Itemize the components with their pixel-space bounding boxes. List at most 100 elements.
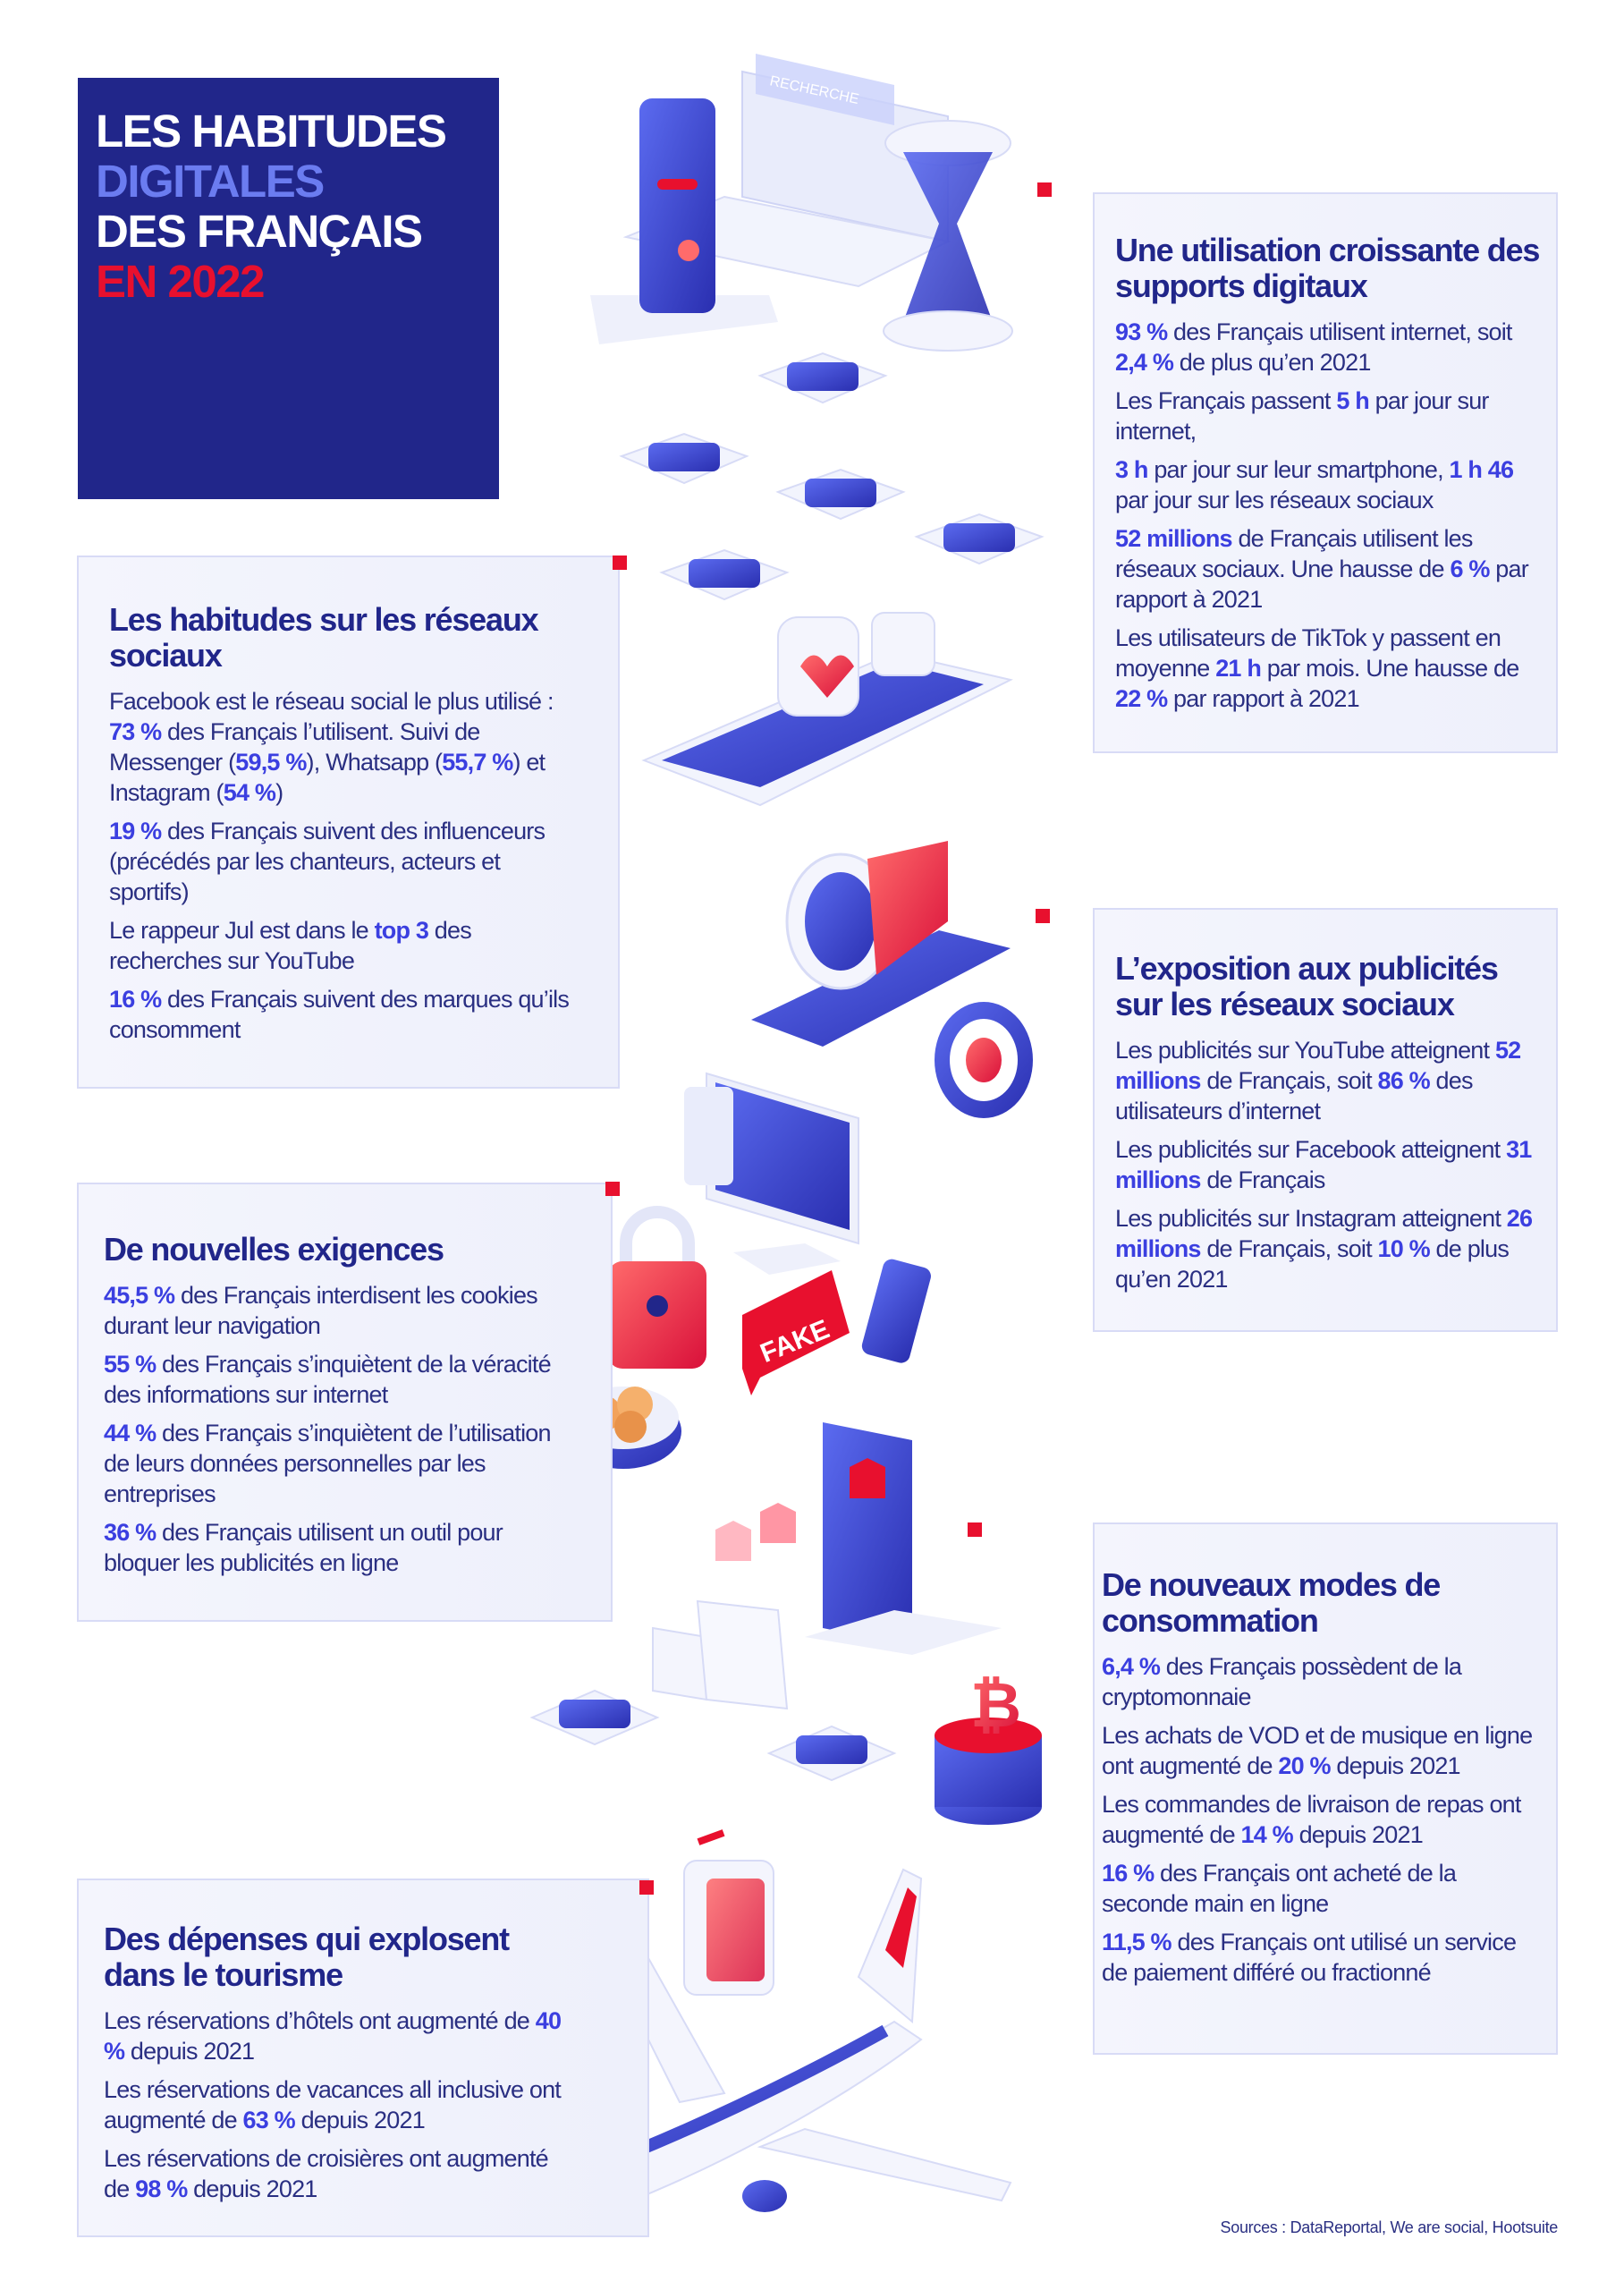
stat-highlight: 1 h 46 <box>1449 456 1515 483</box>
stat-text: des Français possèdent de la cryptomonna… <box>1102 1653 1462 1710</box>
stat-highlight: 73 % <box>109 718 162 745</box>
section-heading: De nouvelles exigences <box>104 1231 444 1268</box>
stat-highlight: 2,4 % <box>1115 349 1174 376</box>
whatsapp-icon <box>775 468 906 521</box>
suitcase-icon <box>683 1829 774 1996</box>
title-line-4: EN 2022 <box>96 256 265 307</box>
stat-text: ) et Instagram ( <box>109 749 546 806</box>
stat-text: Le rappeur Jul est dans le <box>109 917 375 944</box>
title-line-2: DIGITALES <box>96 156 325 207</box>
red-marker <box>968 1522 982 1537</box>
panel-tourism <box>77 1879 649 2237</box>
stat-text: Les publicités sur Facebook atteignent <box>1115 1136 1507 1163</box>
stat-text: ) <box>275 779 283 806</box>
instagram-icon <box>914 513 1045 565</box>
stat-highlight: 5 h <box>1336 387 1369 414</box>
stat-item: Les publicités sur YouTube atteignent 52… <box>1115 1035 1540 1126</box>
stat-item: Les publicités sur Instagram atteignent … <box>1115 1203 1540 1294</box>
stat-text: Les réservations de vacances all inclusi… <box>104 2076 562 2133</box>
stat-item: Les publicités sur Facebook atteignent 3… <box>1115 1134 1540 1195</box>
stat-text: Les achats de VOD et de musique en ligne… <box>1102 1722 1533 1779</box>
sources-note: Sources : DataReportal, We are social, H… <box>1220 2218 1559 2236</box>
stat-highlight: 16 % <box>109 986 162 1013</box>
panel-digital-usage <box>1093 192 1558 753</box>
stat-highlight: 6 % <box>1450 556 1490 582</box>
stat-text: par jour sur internet, <box>1115 387 1489 445</box>
section-digital-usage: Une utilisation croissante des supports … <box>1115 233 1540 722</box>
stat-text: Les réservations de croisières ont augme… <box>104 2145 549 2202</box>
stat-text: depuis 2021 <box>124 2038 255 2065</box>
stat-text: des Français utilisent un outil pour blo… <box>104 1519 503 1576</box>
shopping-bags-icon <box>652 1599 789 1710</box>
stat-highlight: 55,7 % <box>442 749 513 776</box>
stat-highlight: 6,4 % <box>1102 1653 1161 1680</box>
section-heading: Une utilisation croissante des supports … <box>1115 232 1540 304</box>
stat-highlight: top 3 <box>374 917 429 944</box>
stat-item: Les commandes de livraison de repas ont … <box>1102 1789 1540 1850</box>
section-heading: L’exposition aux publicités sur les rése… <box>1115 950 1499 1022</box>
social-app-tiles <box>619 352 1045 601</box>
section-heading: Des dépenses qui explosent dans le touri… <box>104 1921 510 1993</box>
tiktok-icon <box>757 352 888 404</box>
stat-highlight: 93 % <box>1115 318 1168 345</box>
messenger-icon <box>659 548 790 601</box>
stat-item: 11,5 % des Français ont utilisé un servi… <box>1102 1927 1540 1988</box>
stat-highlight: 52 millions <box>1115 1037 1521 1094</box>
title-banner: LES HABITUDES DIGITALES DES FRANÇAIS EN … <box>78 78 499 499</box>
stat-text: de plus qu’en 2021 <box>1173 349 1372 376</box>
stat-text: des Français interdisent les cookies dur… <box>104 1282 538 1339</box>
stat-item: 3 h par jour sur leur smartphone, 1 h 46… <box>1115 454 1540 515</box>
stat-highlight: 31 millions <box>1115 1136 1532 1193</box>
stat-highlight: 26 millions <box>1115 1205 1533 1262</box>
stat-item: 52 millions de Français utilisent les ré… <box>1115 523 1540 615</box>
stat-item: 6,4 % des Français possèdent de la crypt… <box>1102 1651 1540 1712</box>
stat-highlight: 16 % <box>1102 1860 1155 1887</box>
stat-item: Les réservations d’hôtels ont augmenté d… <box>104 2006 569 2066</box>
stat-text: des Français ont utilisé un service de p… <box>1102 1929 1517 1986</box>
stat-item: 44 % des Français s’inquiètent de l’util… <box>104 1418 569 1509</box>
stat-highlight: 10 % <box>1377 1235 1431 1262</box>
stat-text: depuis 2021 <box>1330 1752 1460 1779</box>
music-app-tile <box>766 1725 897 1782</box>
hourglass-icon <box>883 120 1013 352</box>
stat-text: ), Whatsapp ( <box>306 749 443 776</box>
panel-consumption <box>1093 1522 1558 2055</box>
stat-text: de Français, soit <box>1200 1067 1378 1094</box>
stat-item: Les utilisateurs de TikTok y passent en … <box>1115 623 1540 714</box>
stat-highlight: 19 % <box>109 818 162 844</box>
section-ad-exposure: L’exposition aux publicités sur les rése… <box>1115 951 1540 1302</box>
stat-text: Les commandes de livraison de repas ont … <box>1102 1791 1521 1848</box>
stat-text: depuis 2021 <box>187 2176 317 2202</box>
section-heading: De nouveaux modes de consommation <box>1102 1566 1441 1639</box>
red-marker <box>1037 182 1052 197</box>
section-tourism: Des dépenses qui explosent dans le touri… <box>104 1921 569 2212</box>
section-heading: Les habitudes sur les réseaux sociaux <box>109 601 539 674</box>
stat-highlight: 45,5 % <box>104 1282 175 1309</box>
stat-item: 16 % des Français ont acheté de la secon… <box>1102 1858 1540 1919</box>
stat-highlight: 21 h <box>1215 655 1262 682</box>
stat-highlight: 54 % <box>223 779 276 806</box>
shopping-tablet-icon <box>715 1422 1002 1655</box>
stat-highlight: 20 % <box>1278 1752 1331 1779</box>
stat-text: Facebook est le réseau social le plus ut… <box>109 688 554 715</box>
red-marker <box>1036 909 1050 923</box>
stat-item: Les réservations de croisières ont augme… <box>104 2143 569 2204</box>
red-marker <box>605 1182 620 1196</box>
fake-news-badge: FAKE <box>742 1270 850 1395</box>
stat-text: Les publicités sur YouTube atteignent <box>1115 1037 1495 1064</box>
red-marker <box>639 1880 654 1895</box>
section-new-demands: De nouvelles exigences 45,5 % des Françai… <box>104 1232 569 1586</box>
stat-highlight: 3 h <box>1115 456 1148 483</box>
monitor-icon <box>684 1072 859 1275</box>
stat-highlight: 11,5 % <box>1102 1929 1172 1955</box>
stat-item: 36 % des Français utilisent un outil pou… <box>104 1517 569 1578</box>
title-line-3: DES FRANÇAIS <box>96 206 423 257</box>
stat-highlight: 22 % <box>1115 685 1168 712</box>
stat-item: Les achats de VOD et de musique en ligne… <box>1102 1720 1540 1781</box>
stat-text: par rapport à 2021 <box>1115 556 1529 613</box>
red-marker <box>613 556 627 570</box>
stat-text: des Français suivent des influenceurs (p… <box>109 818 546 905</box>
stat-text: des recherches sur YouTube <box>109 917 472 974</box>
stat-item: 45,5 % des Français interdisent les cook… <box>104 1280 569 1341</box>
stat-text: par jour sur leur smartphone, <box>1147 456 1450 483</box>
